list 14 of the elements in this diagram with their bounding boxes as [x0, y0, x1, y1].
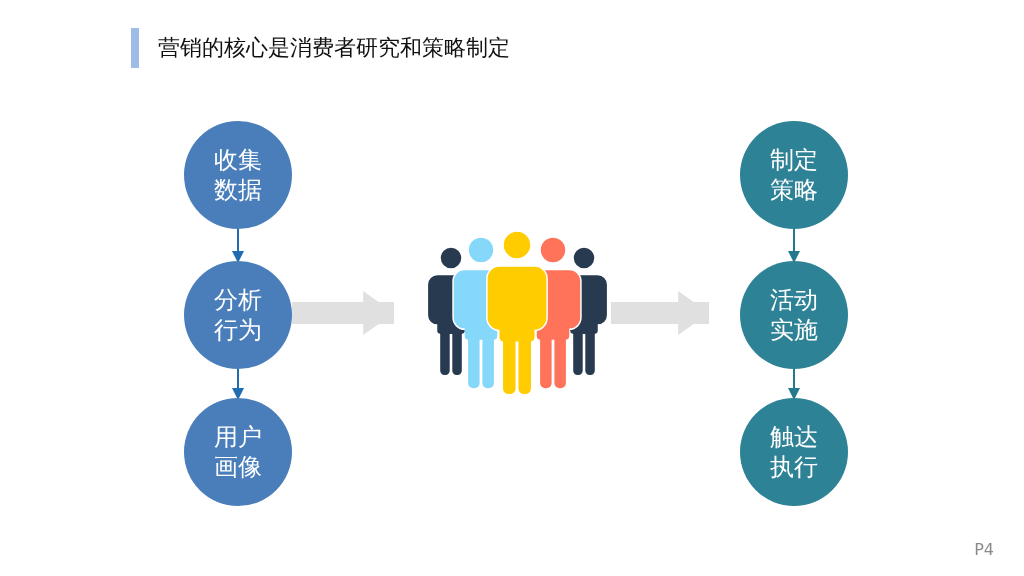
step-circle: 活动实施 — [740, 261, 848, 369]
arrow — [611, 291, 709, 335]
slide-title: 营销的核心是消费者研究和策略制定 — [158, 34, 510, 62]
step-circle: 制定策略 — [740, 121, 848, 229]
arrow — [232, 228, 244, 263]
step-circle: 触达执行 — [740, 398, 848, 506]
arrow — [788, 228, 800, 263]
arrow — [788, 368, 800, 400]
step-circle: 收集数据 — [184, 121, 292, 229]
arrow — [232, 368, 244, 400]
page-number: P4 — [974, 540, 994, 559]
step-circle: 用户画像 — [184, 398, 292, 506]
arrow — [292, 291, 394, 335]
step-circle: 分析行为 — [184, 261, 292, 369]
